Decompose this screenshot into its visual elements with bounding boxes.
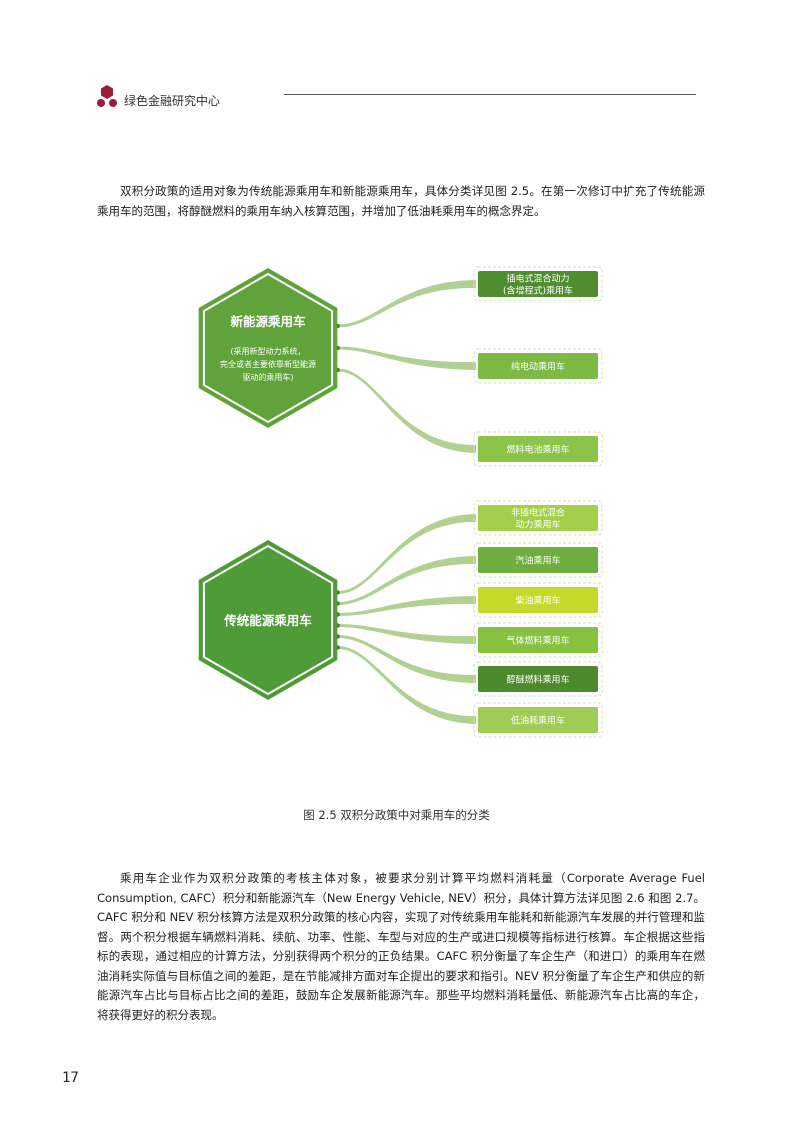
item-box — [478, 271, 598, 297]
connector-line — [337, 624, 476, 644]
item-box — [478, 547, 598, 573]
figure-caption: 图 2.5 双积分政策中对乘用车的分类 — [303, 808, 490, 822]
item-box — [478, 707, 598, 733]
hub-hexagon-outer — [198, 268, 338, 428]
item-box-outline — [473, 500, 603, 536]
item-box-outline — [473, 661, 603, 697]
logo-icon — [97, 85, 117, 107]
item-label: 醇醚燃料乘用车 — [506, 674, 569, 686]
item-label: 汽油乘用车 — [515, 555, 560, 567]
item-label: 动力乘用车 — [515, 519, 560, 531]
hub-hexagon-outer — [198, 540, 338, 700]
item-label: 纯电动乘用车 — [511, 361, 565, 373]
item-label: 插电式混合动力 — [506, 273, 569, 285]
item-box-outline — [473, 431, 603, 467]
item-label: 低油耗乘用车 — [511, 715, 565, 727]
hub-desc: 完全或者主要依靠新型能源 — [220, 359, 316, 369]
item-box-outline — [473, 622, 603, 658]
item-box — [478, 353, 598, 379]
hub-title: 新能源乘用车 — [230, 314, 306, 329]
page-number: 17 — [62, 1070, 79, 1086]
item-box-outline — [473, 702, 603, 738]
hub-desc: 驱动的乘用车) — [242, 372, 293, 382]
item-label: 气体燃料乘用车 — [506, 635, 569, 647]
item-box — [478, 436, 598, 462]
item-box-outline — [473, 348, 603, 384]
item-box — [478, 627, 598, 653]
item-label: 柴油乘用车 — [515, 595, 560, 607]
item-box-outline — [473, 582, 603, 618]
header-divider — [284, 94, 696, 95]
connector-line — [337, 280, 476, 328]
item-label: (含增程式)乘用车 — [503, 285, 573, 297]
item-box — [478, 666, 598, 692]
connector-line — [337, 635, 476, 683]
connector-line — [337, 646, 476, 724]
item-box — [478, 587, 598, 613]
item-label: 燃料电池乘用车 — [506, 444, 569, 456]
intro-text: 双积分政策的适用对象为传统能源乘用车和新能源乘用车，具体分类详见图 2.5。在第… — [97, 184, 705, 218]
hub-hexagon-ring — [202, 272, 334, 424]
body-paragraph: 乘用车企业作为双积分政策的考核主体对象，被要求分别计算平均燃料消耗量（Corpo… — [97, 869, 705, 1025]
hub-desc: (采用新型动力系统， — [230, 346, 305, 356]
item-box — [478, 505, 598, 531]
connector-line — [337, 556, 476, 605]
body-text: 乘用车企业作为双积分政策的考核主体对象，被要求分别计算平均燃料消耗量（Corpo… — [97, 871, 705, 1022]
hub-hexagon-ring — [202, 544, 334, 696]
header-org-name: 绿色金融研究中心 — [124, 94, 221, 108]
connector-line — [337, 514, 476, 594]
connector-line — [337, 596, 476, 616]
item-label: 非插电式混合 — [511, 507, 565, 519]
connector-line — [337, 368, 476, 453]
hub-title: 传统能源乘用车 — [223, 613, 312, 628]
item-box-outline — [473, 266, 603, 302]
item-box-outline — [473, 542, 603, 578]
connector-line — [337, 346, 476, 370]
intro-paragraph: 双积分政策的适用对象为传统能源乘用车和新能源乘用车，具体分类详见图 2.5。在第… — [97, 182, 705, 221]
